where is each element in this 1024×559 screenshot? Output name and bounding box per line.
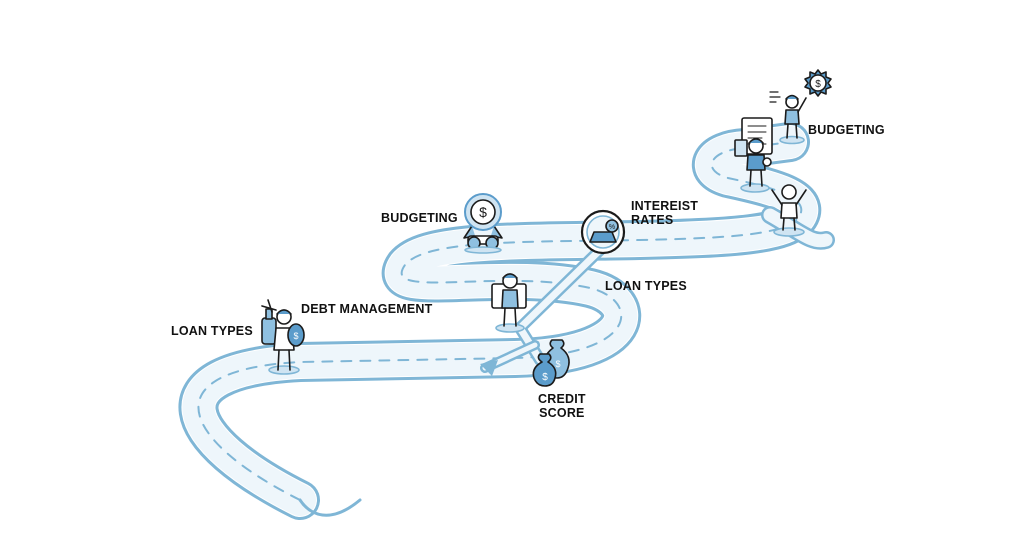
arrow-head xyxy=(480,360,498,376)
label-budgeting-top: BUDGETING xyxy=(808,123,885,137)
road-branch-right-inner xyxy=(763,208,833,248)
road-tail-left xyxy=(298,498,362,517)
label-loan-types-left: LOAN TYPES xyxy=(171,324,253,338)
person-loan-types: $ xyxy=(261,299,305,375)
label-interest-rates-line1: INTEREIST xyxy=(631,199,699,213)
label-interest-rates: INTEREIST RATES xyxy=(631,199,698,227)
credit-score-money-bags: $ $ xyxy=(532,339,570,387)
person-with-board xyxy=(491,273,527,333)
label-credit-score-line2: SCORE xyxy=(539,406,585,420)
shield-symbol: $ xyxy=(293,331,298,341)
budgeting-badge: $ xyxy=(463,193,503,254)
label-credit-score: CREDIT SCORE xyxy=(538,392,586,420)
person-cheering xyxy=(771,184,807,237)
label-budgeting-mid: BUDGETING xyxy=(381,211,458,225)
coin-dollar-icon: $ xyxy=(815,79,821,90)
label-loan-types-right: LOAN TYPES xyxy=(605,279,687,293)
person-with-document xyxy=(734,117,773,193)
label-credit-score-line1: CREDIT xyxy=(538,392,586,406)
dollar-icon: $ xyxy=(479,204,487,220)
interest-rates-emblem: % xyxy=(580,209,626,255)
coin-symbol: % xyxy=(609,224,615,231)
bag-dollar-icon-2: $ xyxy=(555,359,560,369)
bag-dollar-icon: $ xyxy=(542,372,548,383)
label-debt-management: DEBT MANAGEMENT xyxy=(301,302,433,316)
person-budgeting-top: $ xyxy=(769,69,832,145)
label-interest-rates-line2: RATES xyxy=(631,213,674,227)
